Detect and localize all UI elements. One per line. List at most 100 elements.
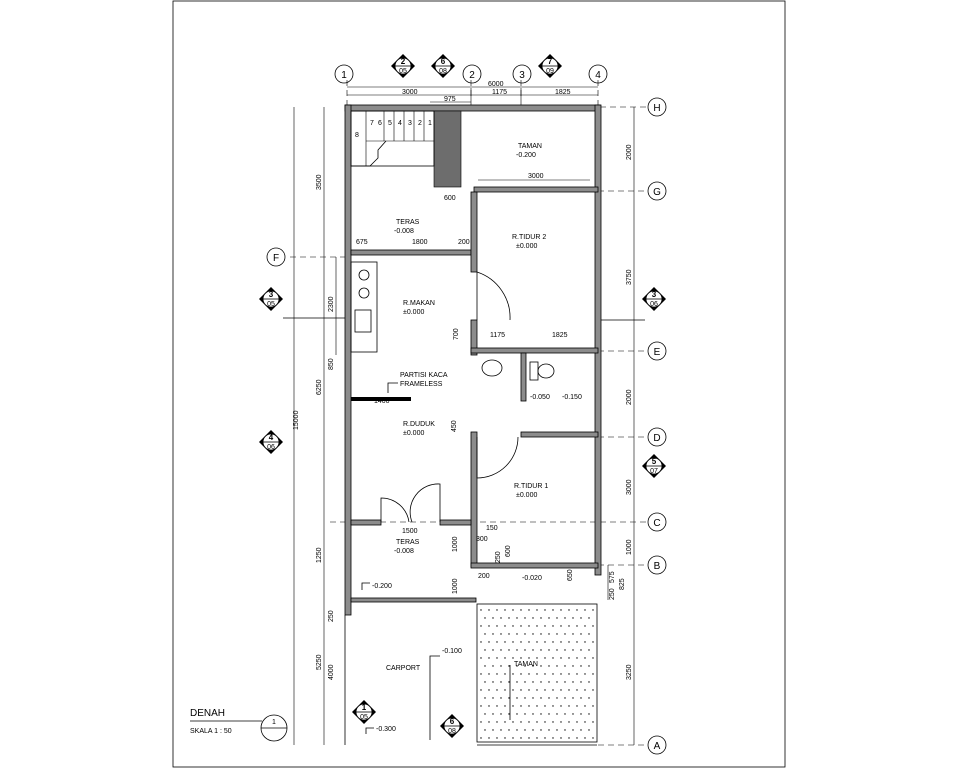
svg-text:300: 300 bbox=[476, 536, 488, 543]
svg-text:3000: 3000 bbox=[528, 173, 544, 180]
svg-text:700: 700 bbox=[453, 328, 460, 340]
section-marker-bottom-a: 1 05 bbox=[352, 700, 376, 724]
svg-text:650: 650 bbox=[567, 569, 574, 581]
svg-text:5: 5 bbox=[388, 120, 392, 127]
svg-text:1: 1 bbox=[428, 120, 432, 127]
svg-text:1: 1 bbox=[362, 703, 367, 712]
svg-text:±0.000: ±0.000 bbox=[403, 430, 424, 437]
room-tidur-2: R.TIDUR 2 ±0.000 1175 1825 700 bbox=[453, 234, 568, 340]
svg-text:6250: 6250 bbox=[316, 379, 323, 395]
section-marker-top-c: 7 09 bbox=[538, 54, 562, 78]
right-dimensions: 2000 3750 2000 3000 1000 575 825 250 325… bbox=[607, 107, 635, 745]
svg-text:R.MAKAN: R.MAKAN bbox=[403, 300, 435, 307]
svg-text:TERAS: TERAS bbox=[396, 219, 420, 226]
grid-label: C bbox=[653, 518, 660, 529]
svg-text:R.TIDUR 2: R.TIDUR 2 bbox=[512, 234, 546, 241]
svg-text:5: 5 bbox=[652, 457, 657, 466]
svg-text:15000: 15000 bbox=[293, 410, 300, 430]
left-dimensions: 15000 3500 2300 850 6250 1250 250 5250 4… bbox=[293, 107, 337, 745]
svg-text:3: 3 bbox=[408, 120, 412, 127]
svg-text:05: 05 bbox=[267, 301, 275, 308]
sheet-border bbox=[172, 0, 786, 768]
grid-bubble-row-e: E bbox=[647, 341, 667, 361]
grid-label: G bbox=[653, 187, 661, 198]
svg-text:150: 150 bbox=[486, 525, 498, 532]
section-marker-top-b: 6 08 bbox=[431, 54, 455, 78]
grid-label: 3 bbox=[519, 70, 525, 81]
svg-text:3750: 3750 bbox=[626, 269, 633, 285]
svg-text:675: 675 bbox=[356, 239, 368, 246]
room-duduk: R.DUDUK ±0.000 450 bbox=[403, 420, 519, 479]
svg-text:250: 250 bbox=[609, 588, 616, 600]
svg-text:-0.200: -0.200 bbox=[372, 583, 392, 590]
title-block: DENAH SKALA 1 : 50 1 bbox=[190, 708, 288, 742]
svg-text:975: 975 bbox=[444, 96, 456, 103]
section-marker-top-a: 2 05 bbox=[391, 54, 415, 78]
grid-bubble-row-b: B bbox=[647, 555, 667, 575]
svg-text:6: 6 bbox=[378, 120, 382, 127]
grid-label: 1 bbox=[341, 70, 347, 81]
top-dimensions: 6000 3000 1175 1825 975 bbox=[347, 81, 598, 103]
svg-text:250: 250 bbox=[328, 610, 335, 622]
grid-bubble-col-4: 4 bbox=[588, 64, 608, 84]
svg-text:1250: 1250 bbox=[316, 547, 323, 563]
svg-text:4: 4 bbox=[398, 120, 402, 127]
svg-text:7: 7 bbox=[548, 57, 553, 66]
room-makan: R.MAKAN ±0.000 bbox=[350, 261, 435, 353]
svg-text:250: 250 bbox=[495, 551, 502, 563]
svg-text:06: 06 bbox=[267, 444, 275, 451]
room-teras-top: TERAS -0.008 600 675 1800 200 bbox=[356, 195, 470, 246]
section-marker-right-b: 5 07 bbox=[642, 454, 666, 478]
svg-text:2: 2 bbox=[418, 120, 422, 127]
svg-text:-0.050: -0.050 bbox=[530, 394, 550, 401]
svg-text:3: 3 bbox=[652, 290, 657, 299]
svg-text:±0.000: ±0.000 bbox=[516, 492, 537, 499]
svg-text:450: 450 bbox=[451, 420, 458, 432]
svg-text:6000: 6000 bbox=[488, 81, 504, 88]
svg-text:FRAMELESS: FRAMELESS bbox=[400, 381, 443, 388]
svg-text:1400: 1400 bbox=[374, 398, 390, 405]
svg-text:3000: 3000 bbox=[402, 89, 418, 96]
svg-text:1800: 1800 bbox=[412, 239, 428, 246]
room-taman-bottom: TAMAN bbox=[509, 661, 538, 720]
room-tidur-1: R.TIDUR 1 ±0.000 bbox=[514, 483, 548, 499]
svg-text:2300: 2300 bbox=[328, 296, 335, 312]
grid-bubble-row-h: H bbox=[647, 97, 667, 117]
garden-hatch bbox=[476, 603, 598, 743]
grid-bubble-col-1: 1 bbox=[334, 64, 354, 84]
svg-text:PARTISI KACA: PARTISI KACA bbox=[400, 372, 448, 379]
svg-text:1000: 1000 bbox=[626, 539, 633, 555]
svg-text:8: 8 bbox=[355, 132, 359, 139]
grid-bubble-row-a: A bbox=[647, 735, 667, 755]
grid-bubble-row-c: C bbox=[647, 512, 667, 532]
svg-text:6: 6 bbox=[450, 717, 455, 726]
svg-text:200: 200 bbox=[478, 573, 490, 580]
svg-text:-0.100: -0.100 bbox=[442, 648, 462, 655]
svg-text:5250: 5250 bbox=[316, 654, 323, 670]
svg-text:4: 4 bbox=[269, 433, 274, 442]
svg-text:1500: 1500 bbox=[402, 528, 418, 535]
svg-text:4000: 4000 bbox=[328, 664, 335, 680]
room-taman-top: TAMAN -0.200 3000 bbox=[478, 143, 590, 181]
room-teras-bottom: 1500 TERAS -0.008 150 300 600 250 200 65… bbox=[394, 525, 574, 594]
grid-bubble-row-f: F bbox=[266, 247, 286, 267]
svg-text:850: 850 bbox=[328, 358, 335, 370]
svg-text:1825: 1825 bbox=[555, 89, 571, 96]
svg-text:-0.008: -0.008 bbox=[394, 228, 414, 235]
grid-label: 2 bbox=[469, 70, 475, 81]
svg-text:2000: 2000 bbox=[626, 389, 633, 405]
room-wc: -0.050 -0.150 bbox=[481, 359, 582, 401]
svg-text:-0.020: -0.020 bbox=[522, 575, 542, 582]
svg-text:1: 1 bbox=[272, 719, 276, 726]
svg-text:07: 07 bbox=[650, 468, 658, 475]
grid-bubble-row-d: D bbox=[647, 427, 667, 447]
grid-label: B bbox=[654, 561, 661, 572]
svg-text:1175: 1175 bbox=[492, 89, 507, 96]
svg-text:3: 3 bbox=[269, 290, 274, 299]
svg-text:TAMAN: TAMAN bbox=[518, 143, 542, 150]
svg-text:1000: 1000 bbox=[452, 578, 459, 594]
svg-text:825: 825 bbox=[619, 578, 626, 590]
svg-text:±0.000: ±0.000 bbox=[516, 243, 537, 250]
